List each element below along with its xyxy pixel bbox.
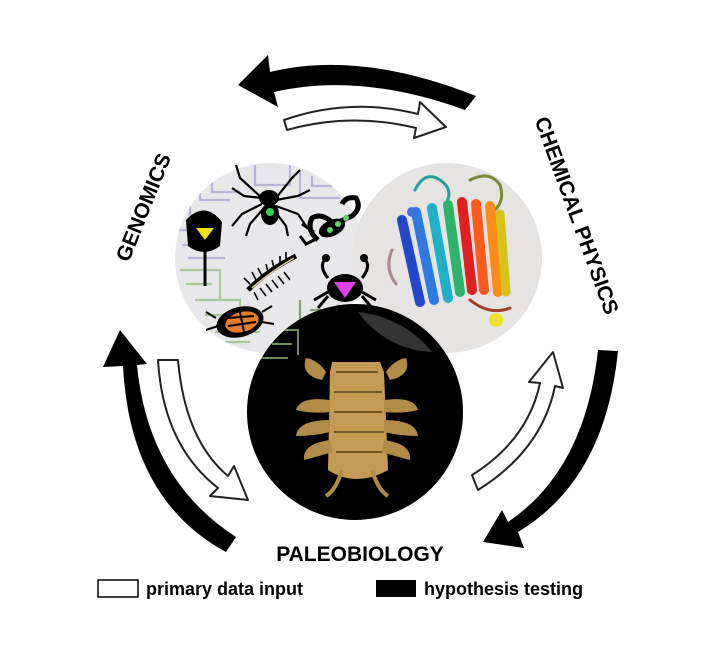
legend-primary-label: primary data input	[146, 579, 303, 599]
primary-arrow-right	[472, 352, 563, 490]
legend-hypothesis-swatch	[376, 580, 416, 597]
primary-arrow-top	[284, 102, 446, 138]
paleobiology-circle	[247, 304, 463, 520]
hypothesis-arrow-top	[238, 55, 476, 110]
legend-primary-swatch	[98, 580, 138, 597]
genomics-label: GENOMICS	[112, 150, 176, 265]
paleobiology-label: PALEOBIOLOGY	[276, 543, 444, 566]
legend-hypothesis-label: hypothesis testing	[424, 579, 583, 599]
legend: primary data input hypothesis testing	[98, 579, 583, 599]
chemical-physics-label: CHEMICAL PHYSICS	[530, 114, 623, 318]
